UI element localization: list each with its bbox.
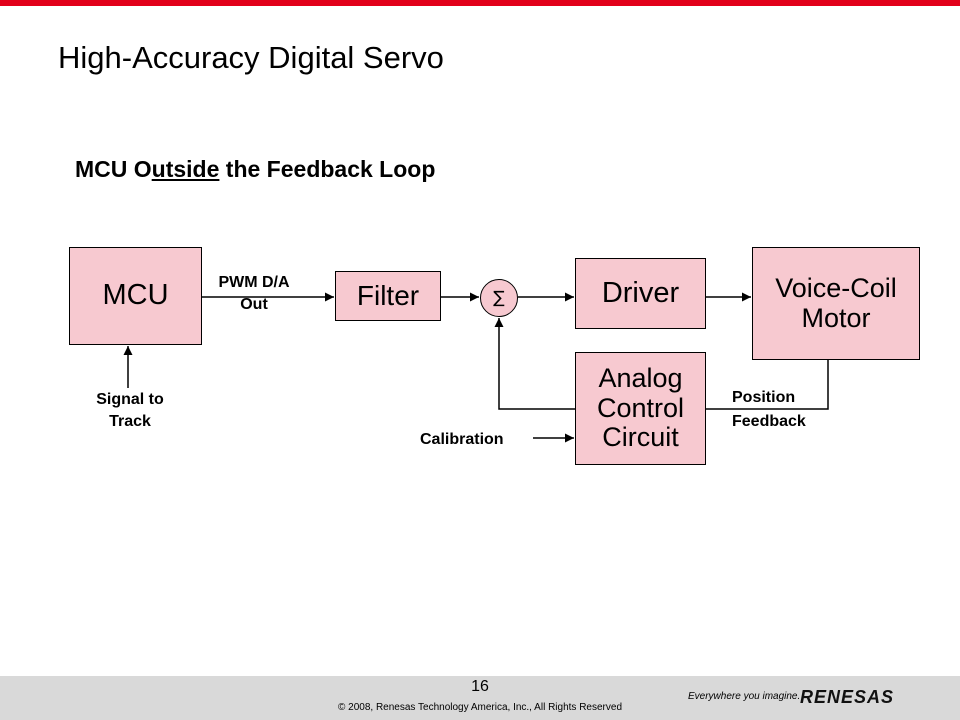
driver-block: Driver <box>575 258 706 329</box>
subtitle-part-2: the Feedback Loop <box>219 156 436 182</box>
signal-label-line-2: Track <box>109 413 151 430</box>
top-accent-bar <box>0 0 960 6</box>
renesas-logo: RENESAS <box>800 687 895 707</box>
footer-bar <box>0 676 960 720</box>
calibration-label: Calibration <box>420 431 504 448</box>
brand-tagline: Everywhere you imagine. <box>688 691 801 702</box>
acc-line-1: Analog <box>598 362 683 393</box>
page-number: 16 <box>471 678 489 695</box>
copyright-text: © 2008, Renesas Technology America, Inc.… <box>338 702 622 713</box>
summing-junction: ∑ <box>480 279 518 317</box>
filter-block: Filter <box>335 271 441 321</box>
position-label-line-1: Position <box>732 389 796 406</box>
pwm-label-line-1: PWM D/A <box>218 274 290 291</box>
signal-label-line-1: Signal to <box>96 391 164 408</box>
subtitle-part-1: MCU O <box>75 156 152 182</box>
vcm-line-2: Motor <box>801 302 871 333</box>
acc-line-2: Control <box>596 392 685 423</box>
pwm-label: PWM D/A Out <box>215 272 293 316</box>
signal-to-track-label: Signal to Track <box>75 389 185 433</box>
slide-subtitle: MCU Outside the Feedback Loop <box>75 156 435 183</box>
subtitle-underlined: utside <box>151 156 220 182</box>
mcu-block: MCU <box>69 247 202 345</box>
pwm-label-line-2: Out <box>240 296 268 313</box>
position-feedback-line <box>706 360 829 410</box>
vcm-line-1: Voice-Coil <box>775 272 897 303</box>
feedback-acc-to-sum <box>494 318 575 410</box>
slide-title: High-Accuracy Digital Servo <box>58 40 444 75</box>
acc-line-3: Circuit <box>602 422 679 453</box>
position-label-line-2: Feedback <box>732 413 806 430</box>
